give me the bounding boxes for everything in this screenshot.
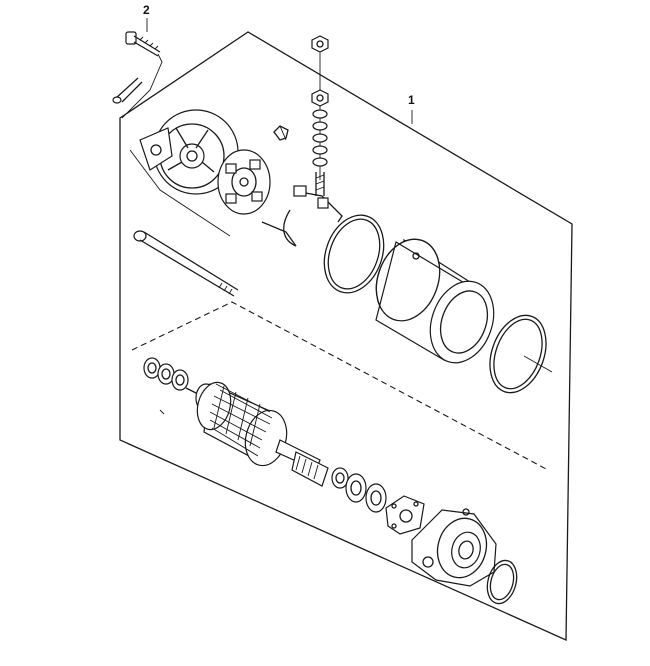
bolt-part — [121, 31, 163, 119]
front-bracket — [411, 508, 497, 587]
assembly-boundary — [119, 31, 573, 641]
o-ring-upper — [323, 214, 385, 294]
terminal-stud-stack — [311, 35, 329, 196]
callout-1: 1 — [408, 93, 415, 124]
small-seal-part — [112, 77, 143, 104]
brush-clip — [273, 125, 289, 141]
rear-end-cover — [129, 109, 239, 237]
armature-washers-left — [143, 357, 189, 391]
o-ring-right — [489, 314, 553, 394]
through-bolt — [133, 230, 239, 297]
lock-plate — [385, 495, 425, 535]
brush-holder-plate — [217, 149, 271, 215]
callout-1-label: 1 — [408, 93, 415, 107]
callout-2: 2 — [143, 3, 150, 32]
brush-lead-terminal — [261, 185, 343, 247]
armature-group-line — [131, 301, 549, 471]
motor-yoke-housing — [375, 238, 495, 364]
callout-2-label: 2 — [143, 3, 150, 17]
armature-part — [159, 381, 329, 487]
o-ring-bottom — [486, 559, 518, 605]
armature-washers-right — [331, 467, 387, 513]
